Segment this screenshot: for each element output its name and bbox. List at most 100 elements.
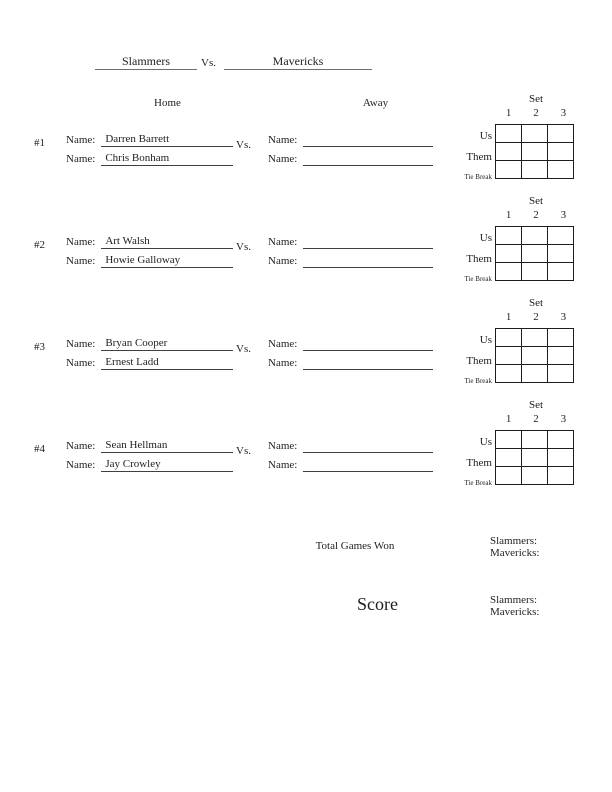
home-player-1-field: Bryan Cooper [101, 337, 233, 351]
home-player-2-field: Chris Bonham [101, 152, 233, 166]
them-row-label: Them [466, 253, 492, 265]
home-player-2-field: Ernest Ladd [101, 356, 233, 370]
set-score-cell[interactable] [547, 448, 574, 467]
set-score-cell[interactable] [547, 262, 574, 281]
set-score-cell[interactable] [495, 466, 522, 485]
set-column-2: 2 [533, 209, 539, 221]
set-score-cell[interactable] [547, 244, 574, 263]
match-number: #3 [34, 341, 45, 353]
home-column-label: Home [154, 97, 181, 109]
set-column-headers: 1 2 3 [495, 209, 577, 221]
set-score-cell[interactable] [495, 142, 522, 161]
set-column-1: 1 [505, 107, 512, 119]
set-score-cell[interactable] [521, 466, 548, 485]
score-mavericks-label: Mavericks: [490, 605, 540, 618]
set-score-cell[interactable] [521, 346, 548, 365]
home-player-2-row: Name: Jay Crowley [66, 458, 233, 472]
home-player-1-row: Name: Bryan Cooper [66, 337, 233, 351]
away-player-2-field[interactable] [303, 458, 433, 472]
name-label: Name: [268, 338, 298, 350]
us-row-label: Us [479, 232, 492, 244]
total-games-won-teams: Slammers: Mavericks: [490, 535, 539, 559]
set-score-cell[interactable] [521, 226, 548, 245]
home-player-1-row: Name: Art Walsh [66, 235, 233, 249]
away-player-2-field[interactable] [303, 152, 433, 166]
set-column-3: 3 [560, 311, 567, 323]
away-player-2-row: Name: [268, 356, 433, 370]
set-grid-title: Set [528, 399, 544, 411]
name-label: Name: [66, 153, 96, 165]
set-column-headers: 1 2 3 [495, 413, 577, 425]
set-score-cell[interactable] [547, 142, 574, 161]
set-score-cell[interactable] [547, 466, 574, 485]
set-score-cell[interactable] [521, 364, 548, 383]
set-score-cell[interactable] [521, 142, 548, 161]
set-column-2: 2 [533, 311, 539, 323]
away-player-1-row: Name: [268, 235, 433, 249]
set-score-grid: Set 1 2 3 Us Them Tie Break [448, 93, 580, 193]
match-vs-label: Vs. [236, 241, 251, 253]
set-score-cell[interactable] [521, 430, 548, 449]
set-score-cell[interactable] [495, 328, 522, 347]
header-vs-label: Vs. [201, 57, 216, 69]
score-label: Score [357, 594, 398, 614]
set-score-table [495, 430, 574, 485]
away-player-2-field[interactable] [303, 254, 433, 268]
set-score-cell[interactable] [495, 430, 522, 449]
set-score-grid: Set 1 2 3 Us Them Tie Break [448, 297, 580, 397]
set-score-cell[interactable] [547, 160, 574, 179]
match-section-1: #1 Name: Darren Barrett Name: Chris Bonh… [0, 93, 612, 194]
set-score-cell[interactable] [495, 160, 522, 179]
set-score-cell[interactable] [495, 448, 522, 467]
name-label: Name: [66, 459, 96, 471]
home-player-2-field: Jay Crowley [101, 458, 233, 472]
set-score-cell[interactable] [521, 328, 548, 347]
match-number: #1 [34, 137, 45, 149]
match-section-3: #3 Name: Bryan Cooper Name: Ernest Ladd … [0, 297, 612, 398]
set-score-cell[interactable] [547, 124, 574, 143]
away-player-1-row: Name: [268, 439, 433, 453]
them-row-label: Them [466, 151, 492, 163]
set-score-cell[interactable] [547, 364, 574, 383]
home-player-1-field: Sean Hellman [101, 439, 233, 453]
set-score-cell[interactable] [521, 262, 548, 281]
tie-break-row-label: Tie Break [464, 377, 492, 385]
name-label: Name: [66, 338, 96, 350]
set-column-3: 3 [560, 107, 567, 119]
set-score-cell[interactable] [521, 244, 548, 263]
set-score-cell[interactable] [495, 262, 522, 281]
away-player-2-field[interactable] [303, 356, 433, 370]
set-score-cell[interactable] [495, 226, 522, 245]
match-section-2: #2 Name: Art Walsh Name: Howie Galloway … [0, 195, 612, 296]
home-team-name-field: Slammers [95, 54, 197, 70]
home-player-2-row: Name: Chris Bonham [66, 152, 233, 166]
name-label: Name: [66, 236, 96, 248]
home-player-1-field: Darren Barrett [101, 133, 233, 147]
name-label: Name: [268, 440, 298, 452]
set-score-cell[interactable] [495, 124, 522, 143]
set-score-cell[interactable] [521, 448, 548, 467]
match-vs-label: Vs. [236, 445, 251, 457]
away-player-1-row: Name: [268, 133, 433, 147]
home-player-2-row: Name: Howie Galloway [66, 254, 233, 268]
set-score-cell[interactable] [547, 328, 574, 347]
set-score-cell[interactable] [495, 244, 522, 263]
set-score-cell[interactable] [521, 124, 548, 143]
set-score-cell[interactable] [495, 364, 522, 383]
set-score-cell[interactable] [495, 346, 522, 365]
set-score-cell[interactable] [521, 160, 548, 179]
set-score-cell[interactable] [547, 226, 574, 245]
away-player-1-field[interactable] [303, 439, 433, 453]
name-label: Name: [268, 357, 298, 369]
set-column-2: 2 [533, 107, 539, 119]
away-player-1-field[interactable] [303, 337, 433, 351]
total-games-won-label: Total Games Won [315, 540, 395, 552]
set-score-cell[interactable] [547, 346, 574, 365]
away-player-1-field[interactable] [303, 235, 433, 249]
them-row-label: Them [466, 355, 492, 367]
home-player-1-field: Art Walsh [101, 235, 233, 249]
away-player-1-field[interactable] [303, 133, 433, 147]
match-vs-label: Vs. [236, 139, 251, 151]
set-score-table [495, 226, 574, 281]
set-score-cell[interactable] [547, 430, 574, 449]
